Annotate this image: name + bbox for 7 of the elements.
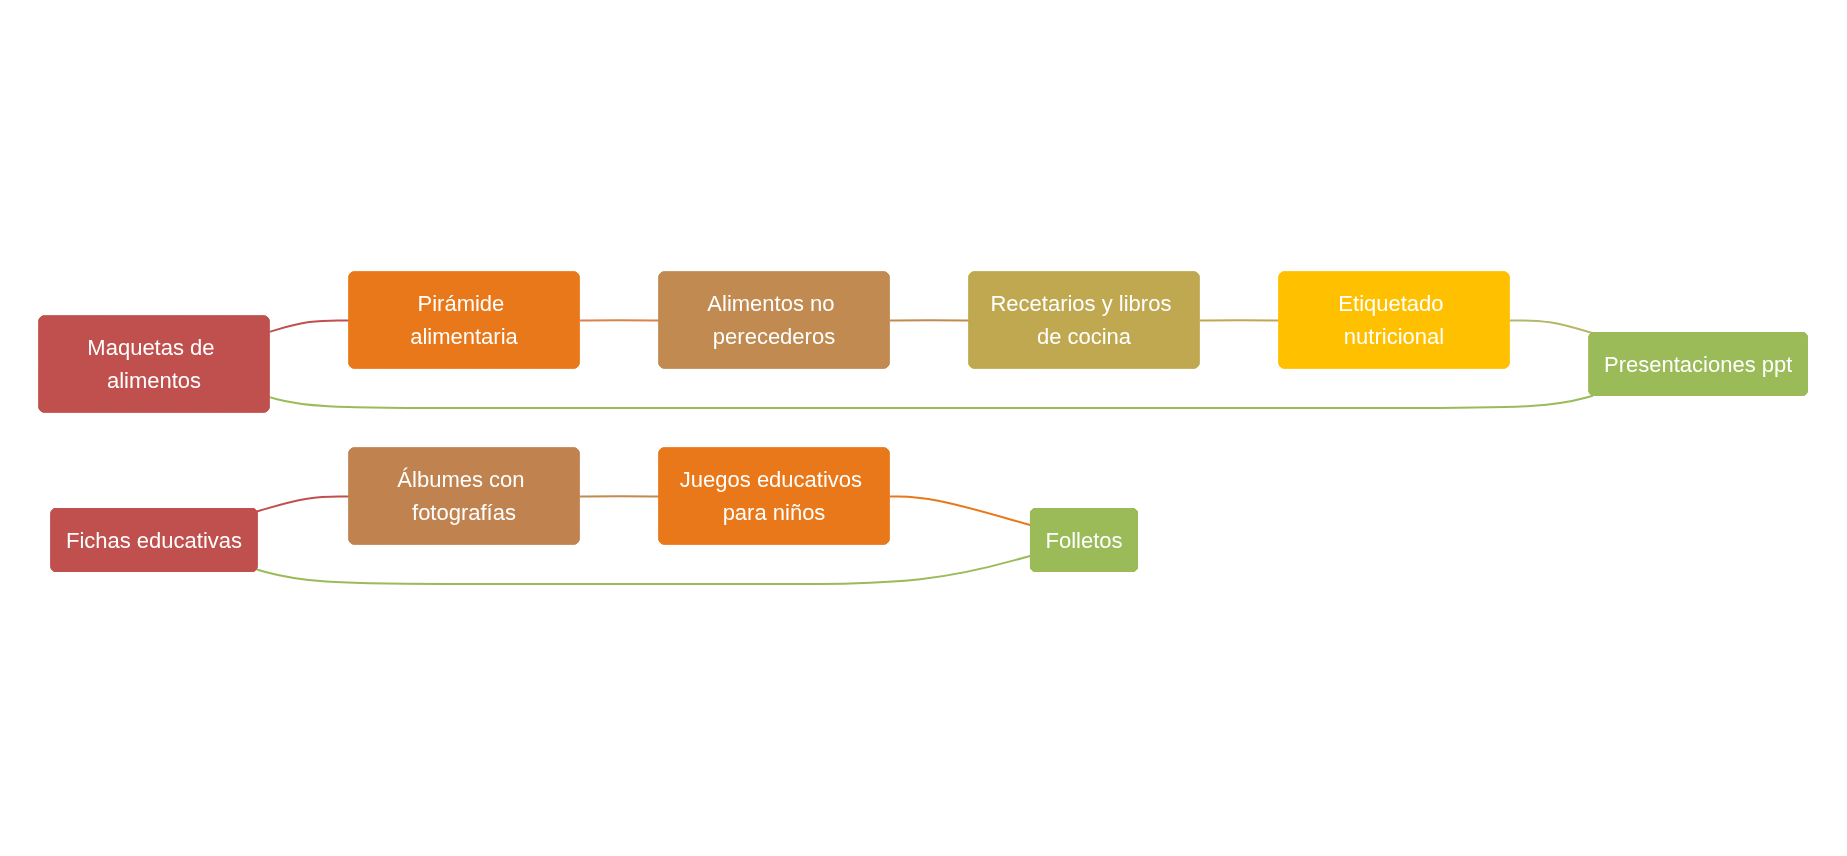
connector	[578, 319, 661, 322]
connector	[1198, 319, 1281, 322]
connector	[268, 319, 351, 333]
connector	[268, 394, 1595, 409]
connector	[578, 495, 661, 498]
connector	[888, 319, 971, 322]
connector	[256, 495, 351, 513]
